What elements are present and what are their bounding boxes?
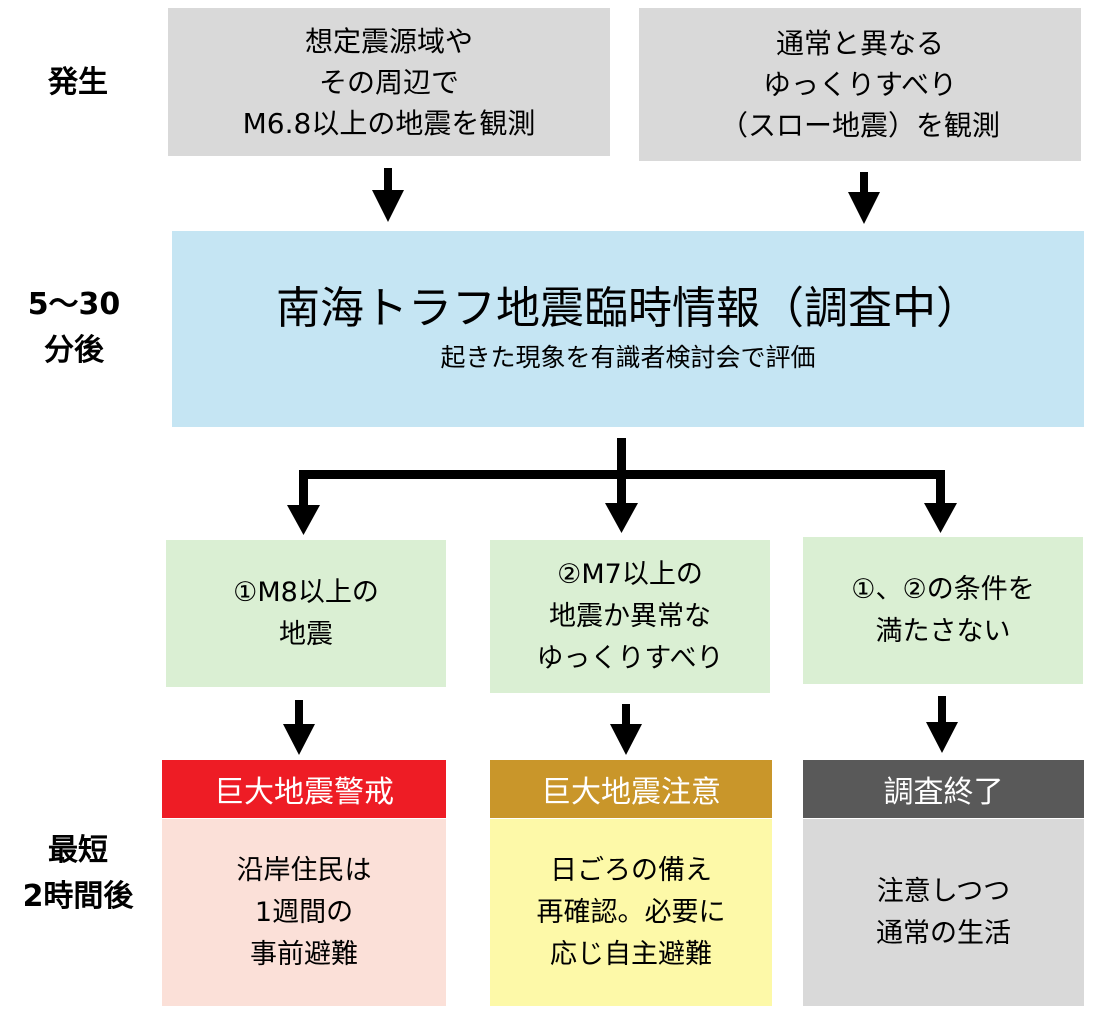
branch-right-drop <box>936 470 945 506</box>
outcome-body-end-text: 注意しつつ 通常の生活 <box>876 875 1011 949</box>
outcome-body-caution-text: 日ごろの備え 再確認。必要に 応じ自主避難 <box>536 854 726 970</box>
arrow-cond2-shaft <box>622 704 630 726</box>
outcome-body-end: 注意しつつ 通常の生活 <box>803 819 1084 1006</box>
source-box-m68-earthquake: 想定震源域や その周辺で M6.8以上の地震を観測 <box>168 8 610 156</box>
info-subtitle: 起きた現象を有識者検討会で評価 <box>440 343 816 372</box>
condition-text-m8: ①M8以上の 地震 <box>233 576 379 650</box>
stage-label-5-30-min: 5〜30 分後 <box>27 287 121 368</box>
arrow-cond2-head <box>610 724 642 755</box>
outcome-header-caution: 巨大地震注意 <box>490 760 772 818</box>
branch-center-head <box>605 503 638 533</box>
condition-box-none: ①、②の条件を 満たさない <box>803 537 1083 684</box>
stage-label-occurrence: 発生 <box>48 65 108 100</box>
arrow-source1-shaft <box>384 168 392 192</box>
arrow-cond1-head <box>283 724 315 755</box>
outcome-header-warning-label: 巨大地震警戒 <box>214 775 394 810</box>
info-box-temporary-information: 南海トラフ地震臨時情報（調査中） 起きた現象を有識者検討会で評価 <box>172 231 1084 427</box>
info-title: 南海トラフ地震臨時情報（調査中） <box>276 283 980 334</box>
source-text-slow-slip: 通常と異なる ゆっくりすべり （スロー地震）を観測 <box>719 27 1000 142</box>
outcome-body-warning: 沿岸住民は 1週間の 事前避難 <box>162 819 446 1006</box>
outcome-body-caution: 日ごろの備え 再確認。必要に 応じ自主避難 <box>490 819 772 1006</box>
arrow-cond3-shaft <box>938 696 946 724</box>
source-text-m68-earthquake: 想定震源域や その周辺で M6.8以上の地震を観測 <box>242 24 536 140</box>
outcome-header-warning: 巨大地震警戒 <box>162 760 446 818</box>
outcome-body-warning-text: 沿岸住民は 1週間の 事前避難 <box>236 854 372 970</box>
branch-right-head <box>924 503 957 533</box>
arrow-source2-shaft <box>860 172 868 194</box>
arrow-cond1-shaft <box>295 700 303 726</box>
condition-box-m8: ①M8以上の 地震 <box>166 540 446 687</box>
arrow-source2-head <box>848 192 880 224</box>
stage-label-earliest-2h: 最短 2時間後 <box>22 833 134 914</box>
condition-box-m7: ②M7以上の 地震か異常な ゆっくりすべり <box>490 540 770 693</box>
arrow-source1-head <box>372 190 404 222</box>
arrow-cond3-head <box>926 722 958 753</box>
outcome-header-end-label: 調査終了 <box>883 775 1004 810</box>
source-box-slow-slip: 通常と異なる ゆっくりすべり （スロー地震）を観測 <box>639 8 1081 161</box>
outcome-header-caution-label: 巨大地震注意 <box>541 775 721 810</box>
branch-left-head <box>287 505 320 535</box>
condition-text-none: ①、②の条件を 満たさない <box>851 573 1035 647</box>
outcome-header-end: 調査終了 <box>803 760 1084 818</box>
condition-text-m7: ②M7以上の 地震か異常な ゆっくりすべり <box>536 558 724 674</box>
branch-horizontal <box>299 470 945 479</box>
branch-left-drop <box>299 470 308 508</box>
